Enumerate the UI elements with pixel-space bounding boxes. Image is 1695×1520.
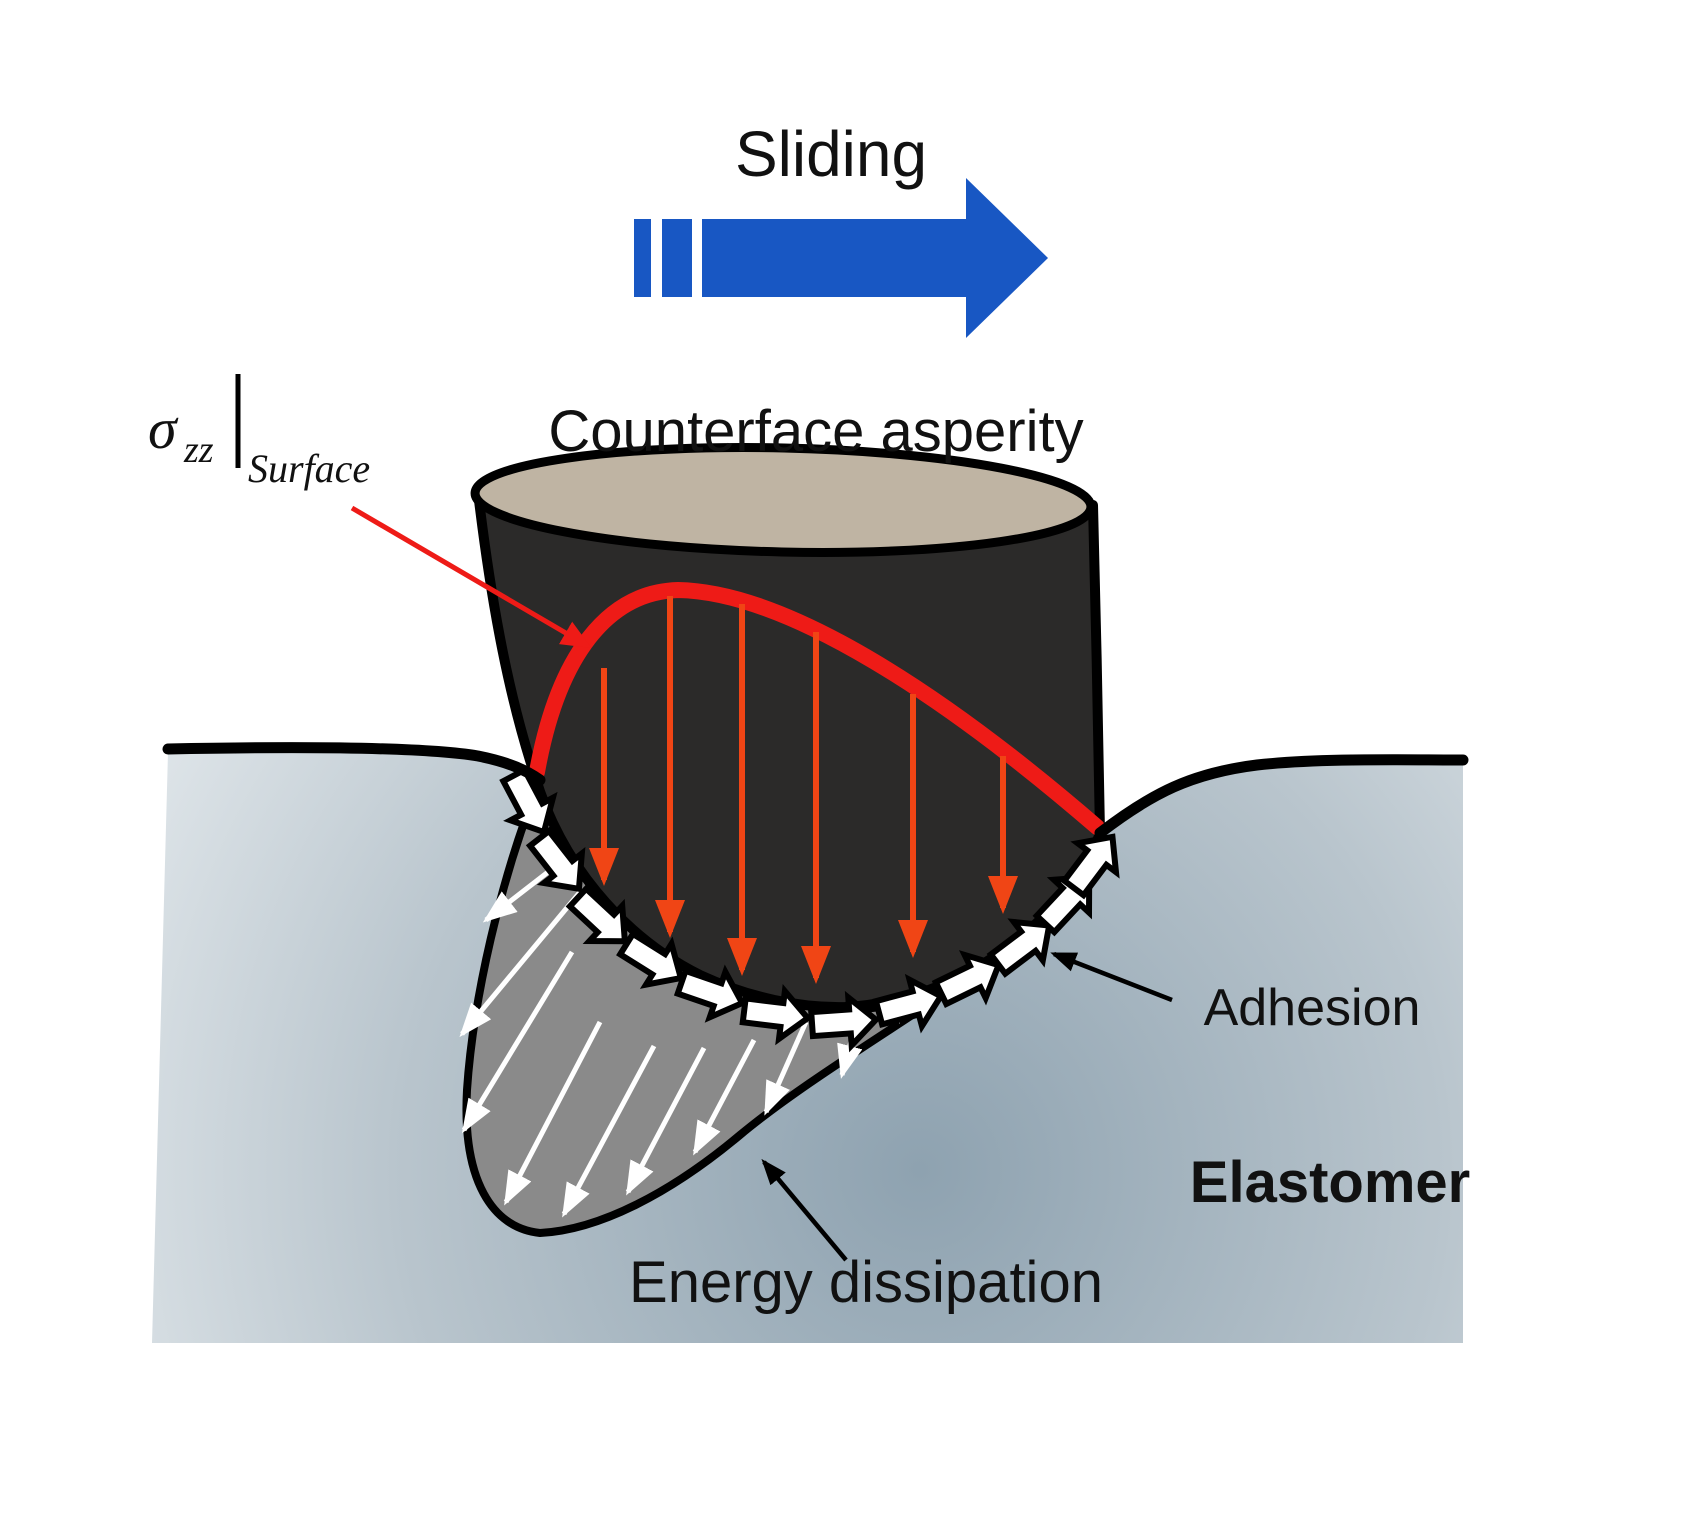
stress-arrows (589, 596, 1018, 984)
sliding-arrow-dash (634, 219, 651, 297)
dissipation-arrow (625, 1046, 707, 1196)
dissipation-arrow (763, 1020, 809, 1116)
adhesion-arrow (1060, 833, 1120, 900)
adhesion-arrow (986, 918, 1053, 978)
asperity-top-face (470, 443, 1096, 557)
counterface-asperity-label: Counterface asperity (548, 399, 1083, 464)
elastomer-surface-left (162, 742, 546, 786)
dissipation-arrow (461, 950, 575, 1134)
elastomer-label: Elastomer (1190, 1150, 1470, 1215)
stress-symbol: σ (148, 396, 179, 461)
sliding-arrow (634, 178, 1048, 338)
energy-dissipation-pointer (761, 1158, 848, 1262)
adhesion-arrow (808, 990, 881, 1053)
adhesion-arrow (673, 964, 747, 1023)
energy-dissipation-label: Energy dissipation (629, 1250, 1103, 1315)
adhesion-arrow (872, 973, 946, 1034)
stress-evaluated-at: Surface (248, 446, 370, 491)
adhesion-arrow (616, 929, 685, 989)
stress-curve (529, 581, 1105, 835)
elastomer-surface-right (1094, 754, 1469, 839)
sliding-arrow-dash (662, 219, 692, 297)
sliding-label: Sliding (735, 118, 927, 190)
sliding-arrow-head (966, 178, 1048, 338)
adhesion-arrows (499, 765, 1120, 1053)
adhesion-pointer (1050, 951, 1173, 1003)
adhesion-arrow (499, 765, 558, 836)
stress-subscript: zz (183, 429, 214, 471)
stress-label: σ zz Surface (148, 374, 370, 491)
adhesion-label: Adhesion (1204, 979, 1421, 1037)
dissipation-arrow (503, 1020, 603, 1206)
adhesion-arrow (525, 826, 586, 893)
sliding-arrow-body (702, 219, 966, 297)
dissipation-arrow (692, 1038, 757, 1156)
adhesion-arrow (931, 950, 1003, 1008)
dissipation-arrow (561, 1044, 657, 1218)
dissipation-arrow (459, 890, 582, 1038)
adhesion-arrow (565, 884, 629, 945)
stress-label-pointer (350, 505, 592, 649)
adhesion-arrow (739, 983, 813, 1046)
